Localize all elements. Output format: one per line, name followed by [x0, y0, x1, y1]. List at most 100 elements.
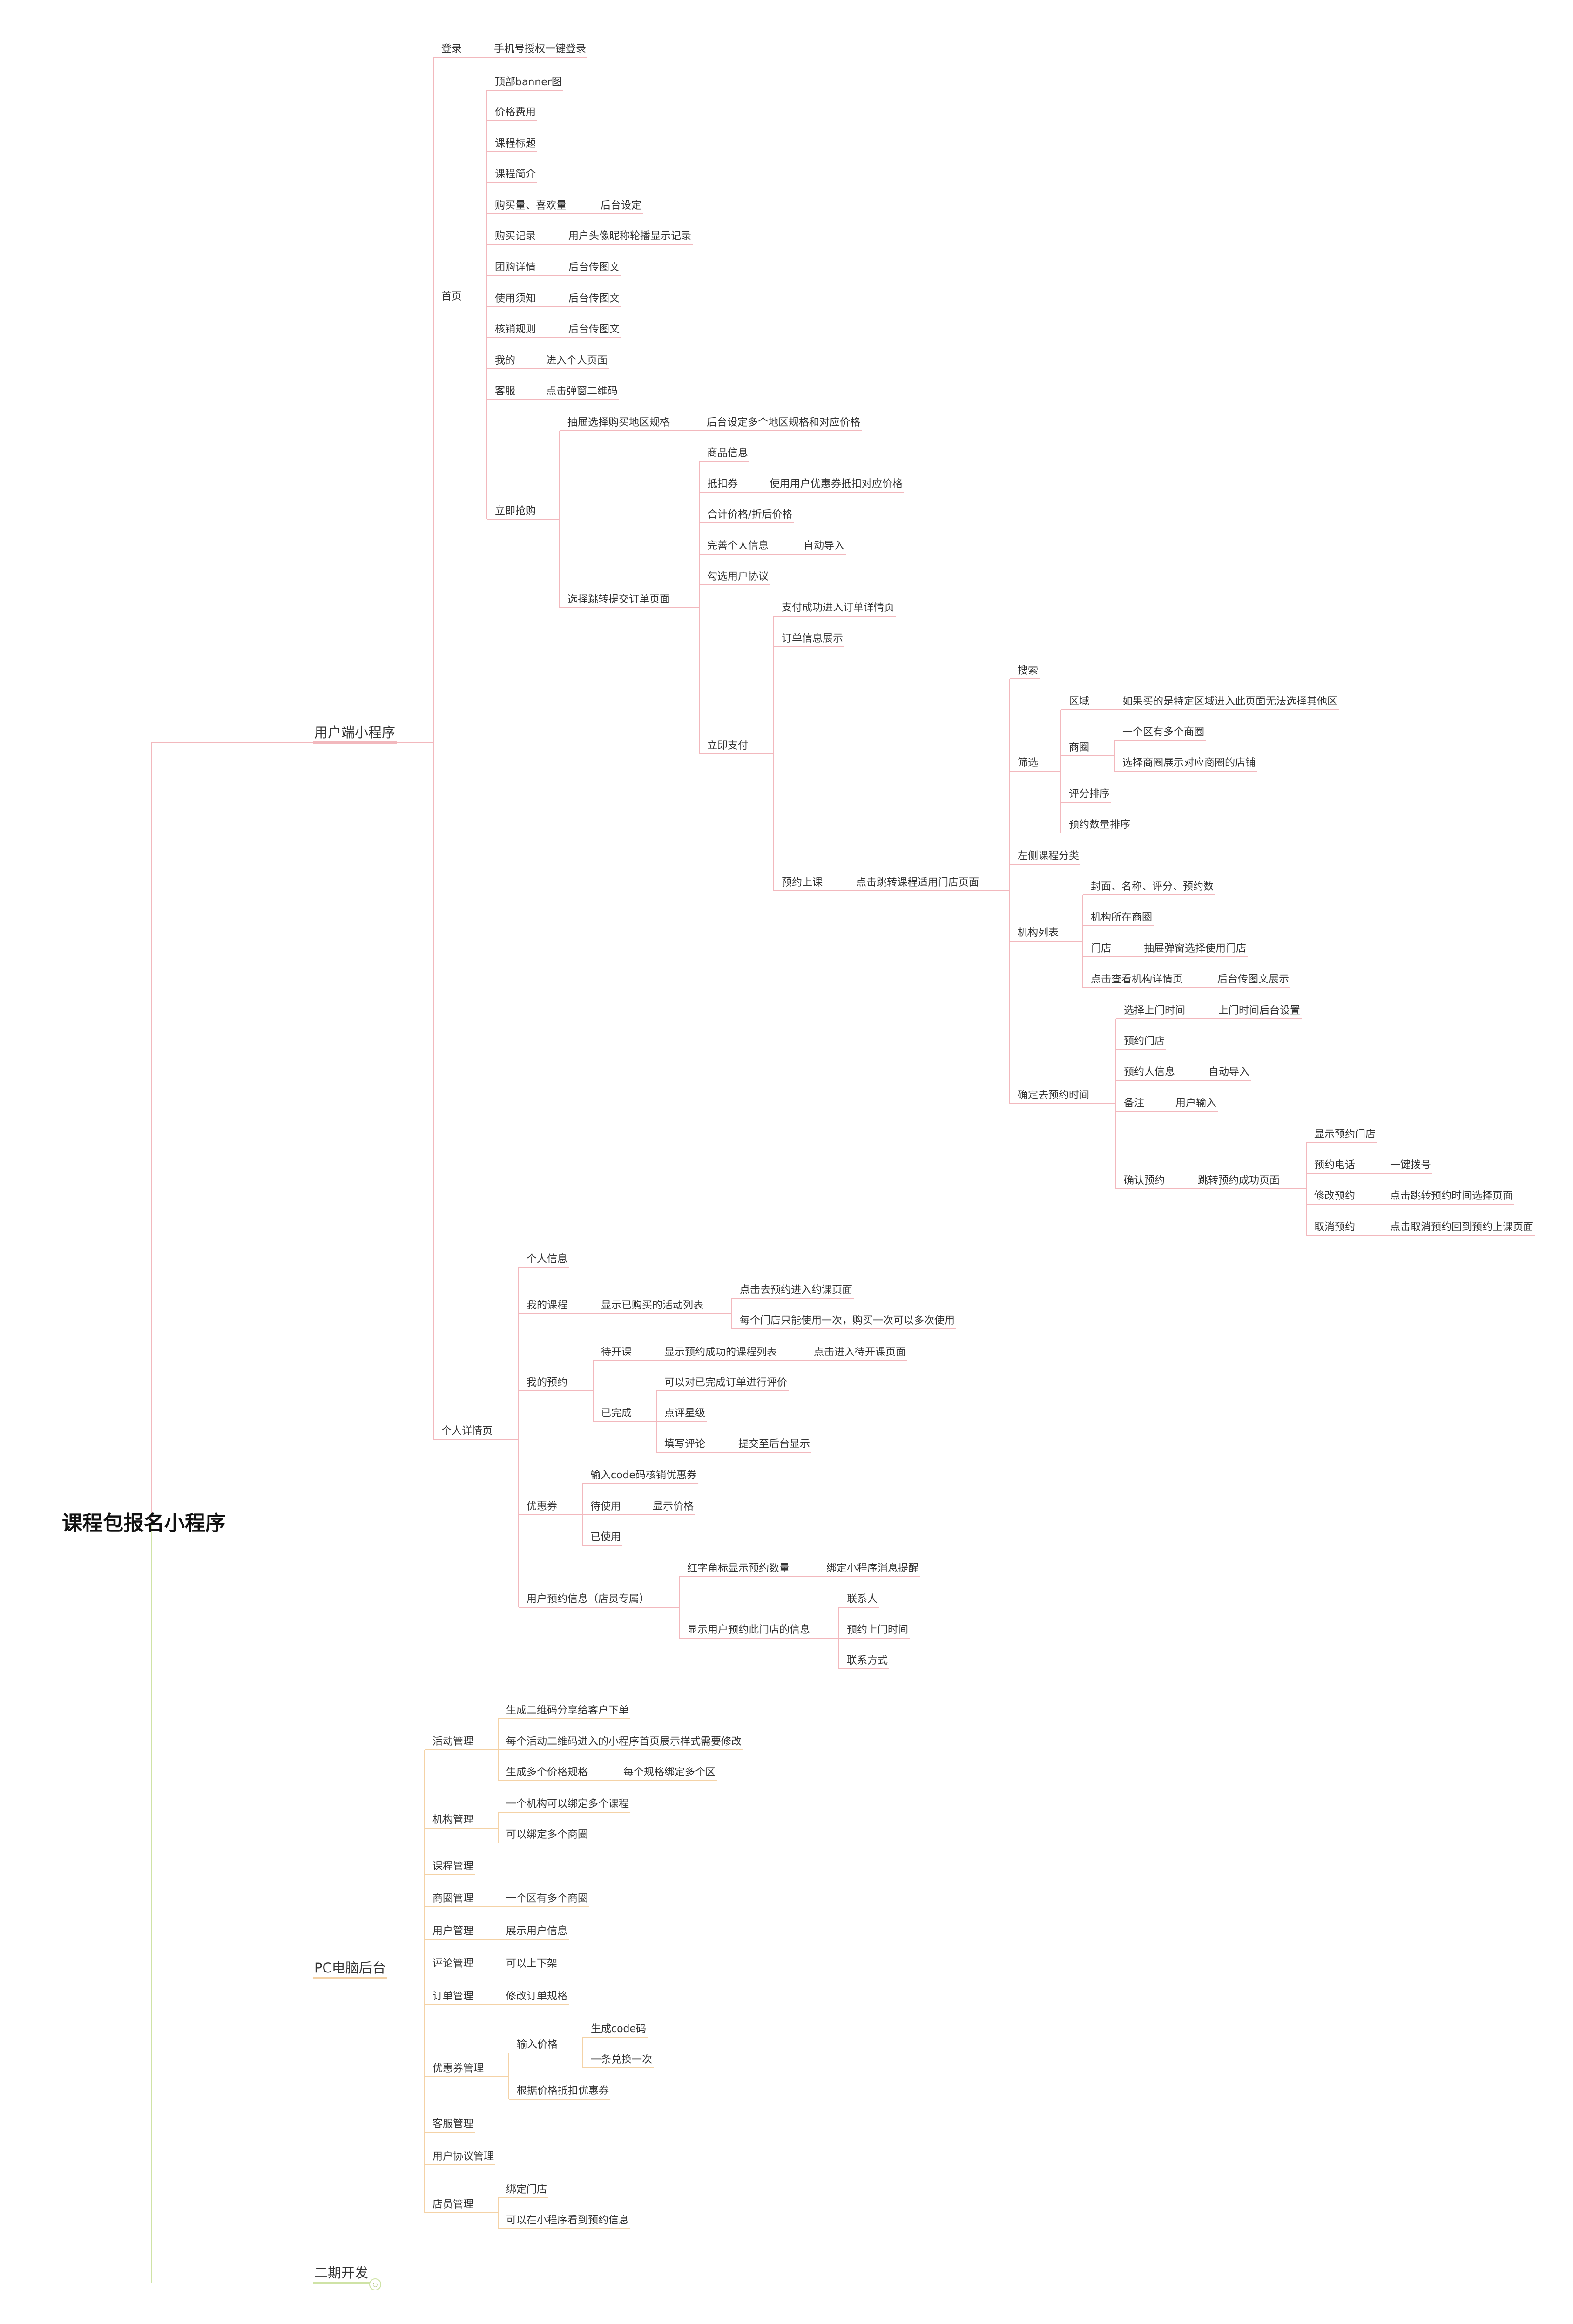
topic-n38[interactable]: 搜索: [1018, 665, 1039, 677]
topic-n80[interactable]: 显示预约成功的课程列表: [664, 1347, 777, 1358]
topic-n76[interactable]: 点击去预约进入约课页面: [740, 1284, 853, 1296]
topic-n62[interactable]: 用户输入: [1175, 1098, 1217, 1109]
topic-n12[interactable]: 团购详情: [495, 262, 536, 273]
topic-n87[interactable]: 优惠券: [527, 1501, 558, 1512]
topic-n72[interactable]: 个人详情页: [441, 1425, 493, 1437]
branch-user[interactable]: 用户端小程序: [314, 725, 396, 740]
topic-n39[interactable]: 筛选: [1018, 757, 1039, 769]
topic-n85[interactable]: 填写评论: [664, 1438, 706, 1450]
topic-p14[interactable]: 评论管理: [432, 1958, 474, 1970]
topic-n43[interactable]: 一个区有多个商圈: [1122, 726, 1205, 738]
topic-p17[interactable]: 修改订单规格: [506, 1991, 568, 2002]
topic-n88[interactable]: 输入code码核销优惠券: [590, 1470, 697, 1481]
topic-n66[interactable]: 预约电话: [1314, 1159, 1356, 1171]
topic-p10[interactable]: 商圈管理: [432, 1893, 474, 1904]
topic-n57[interactable]: 上门时间后台设置: [1218, 1005, 1301, 1016]
topic-n1[interactable]: 登录: [441, 43, 462, 55]
topic-n15[interactable]: 后台传图文: [568, 293, 620, 305]
topic-n46[interactable]: 预约数量排序: [1069, 819, 1131, 831]
topic-n86[interactable]: 提交至后台显示: [738, 1438, 810, 1450]
topic-n68[interactable]: 修改预约: [1314, 1190, 1356, 1202]
topic-n59[interactable]: 预约人信息: [1124, 1066, 1175, 1078]
topic-p7[interactable]: 一个机构可以绑定多个课程: [506, 1798, 629, 1810]
topic-n53[interactable]: 点击查看机构详情页: [1091, 974, 1183, 985]
topic-p26[interactable]: 绑定门店: [506, 2184, 547, 2195]
topic-n48[interactable]: 机构列表: [1018, 927, 1059, 939]
topic-n67[interactable]: 一键拨号: [1390, 1159, 1431, 1171]
topic-p2[interactable]: 生成二维码分享给客户下单: [506, 1705, 629, 1716]
topic-n44[interactable]: 选择商圈展示对应商圈的店铺: [1122, 757, 1256, 769]
topic-n20[interactable]: 客服: [495, 386, 516, 397]
topic-n45[interactable]: 评分排序: [1069, 788, 1110, 800]
topic-p19[interactable]: 输入价格: [517, 2039, 558, 2051]
topic-n5[interactable]: 价格费用: [495, 107, 536, 118]
topic-p15[interactable]: 可以上下架: [506, 1958, 558, 1970]
topic-n90[interactable]: 显示价格: [653, 1501, 694, 1512]
topic-n19[interactable]: 进入个人页面: [546, 355, 608, 366]
topic-n61[interactable]: 备注: [1124, 1098, 1145, 1109]
topic-p3[interactable]: 每个活动二维码进入的小程序首页展示样式需要修改: [506, 1736, 742, 1748]
topic-n34[interactable]: 支付成功进入订单详情页: [782, 602, 895, 614]
topic-n82[interactable]: 已完成: [601, 1408, 632, 1419]
branch-pc[interactable]: PC电脑后台: [314, 1960, 386, 1976]
topic-n56[interactable]: 选择上门时间: [1124, 1005, 1186, 1016]
topic-n7[interactable]: 课程简介: [495, 169, 536, 180]
topic-n74[interactable]: 我的课程: [527, 1300, 568, 1311]
topic-p25[interactable]: 店员管理: [432, 2199, 474, 2210]
topic-n26[interactable]: 商品信息: [707, 447, 749, 459]
topic-n93[interactable]: 红字角标显示预约数量: [687, 1563, 790, 1574]
topic-n42[interactable]: 商圈: [1069, 742, 1090, 753]
topic-n10[interactable]: 购买记录: [495, 230, 536, 242]
topic-p24[interactable]: 用户协议管理: [432, 2151, 494, 2162]
topic-n83[interactable]: 可以对已完成订单进行评价: [664, 1377, 788, 1389]
topic-n6[interactable]: 课程标题: [495, 138, 536, 149]
topic-n98[interactable]: 联系方式: [847, 1655, 888, 1667]
topic-p18[interactable]: 优惠券管理: [432, 2063, 484, 2074]
topic-n28[interactable]: 使用用户优惠券抵扣对应价格: [770, 478, 903, 490]
topic-n69[interactable]: 点击跳转预约时间选择页面: [1390, 1190, 1513, 1202]
topic-n22[interactable]: 立即抢购: [495, 505, 536, 517]
topic-n3[interactable]: 首页: [441, 291, 462, 303]
topic-n24[interactable]: 后台设定多个地区规格和对应价格: [707, 417, 861, 428]
topic-n92[interactable]: 用户预约信息（店员专属）: [527, 1593, 650, 1605]
topic-n27[interactable]: 抵扣券: [707, 478, 738, 490]
topic-n73[interactable]: 个人信息: [527, 1253, 568, 1265]
topic-n91[interactable]: 已使用: [590, 1531, 621, 1543]
topic-n75[interactable]: 显示已购买的活动列表: [601, 1300, 704, 1311]
topic-n41[interactable]: 如果买的是特定区域进入此页面无法选择其他区: [1122, 696, 1338, 707]
collapse-toggle-icon[interactable]: ○: [369, 2278, 382, 2290]
topic-n81[interactable]: 点击进入待开课页面: [814, 1347, 906, 1358]
topic-n17[interactable]: 后台传图文: [568, 324, 620, 335]
topic-p21[interactable]: 一条兑换一次: [591, 2054, 653, 2066]
topic-n64[interactable]: 跳转预约成功页面: [1198, 1175, 1280, 1186]
topic-n40[interactable]: 区域: [1069, 696, 1090, 707]
topic-n77[interactable]: 每个门店只能使用一次，购买一次可以多次使用: [740, 1315, 955, 1327]
topic-n21[interactable]: 点击弹窗二维码: [546, 386, 618, 397]
topic-p9[interactable]: 课程管理: [432, 1861, 474, 1872]
topic-n31[interactable]: 自动导入: [803, 540, 845, 552]
topic-n70[interactable]: 取消预约: [1314, 1221, 1356, 1233]
topic-n79[interactable]: 待开课: [601, 1347, 632, 1358]
topic-n2[interactable]: 手机号授权一键登录: [494, 43, 587, 55]
topic-p1[interactable]: 活动管理: [432, 1736, 474, 1748]
topic-n96[interactable]: 联系人: [847, 1593, 878, 1605]
topic-n32[interactable]: 勾选用户协议: [707, 571, 769, 583]
topic-n18[interactable]: 我的: [495, 355, 516, 366]
topic-n65[interactable]: 显示预约门店: [1314, 1129, 1376, 1140]
topic-p5[interactable]: 每个规格绑定多个区: [623, 1767, 716, 1778]
topic-n23[interactable]: 抽屉选择购买地区规格: [567, 417, 670, 428]
topic-p20[interactable]: 生成code码: [591, 2023, 647, 2035]
topic-n89[interactable]: 待使用: [590, 1501, 621, 1512]
topic-p4[interactable]: 生成多个价格规格: [506, 1767, 588, 1778]
branch-phase2[interactable]: 二期开发: [314, 2265, 369, 2281]
topic-n47[interactable]: 左侧课程分类: [1018, 850, 1080, 862]
topic-n8[interactable]: 购买量、喜欢量: [495, 200, 567, 211]
topic-n84[interactable]: 点评星级: [664, 1408, 706, 1419]
topic-n97[interactable]: 预约上门时间: [847, 1624, 909, 1636]
topic-n35[interactable]: 订单信息展示: [782, 633, 844, 644]
topic-n78[interactable]: 我的预约: [527, 1377, 568, 1389]
topic-n16[interactable]: 核销规则: [495, 324, 536, 335]
topic-n49[interactable]: 封面、名称、评分、预约数: [1091, 881, 1214, 893]
topic-n13[interactable]: 后台传图文: [568, 262, 620, 273]
topic-n51[interactable]: 门店: [1091, 943, 1112, 955]
